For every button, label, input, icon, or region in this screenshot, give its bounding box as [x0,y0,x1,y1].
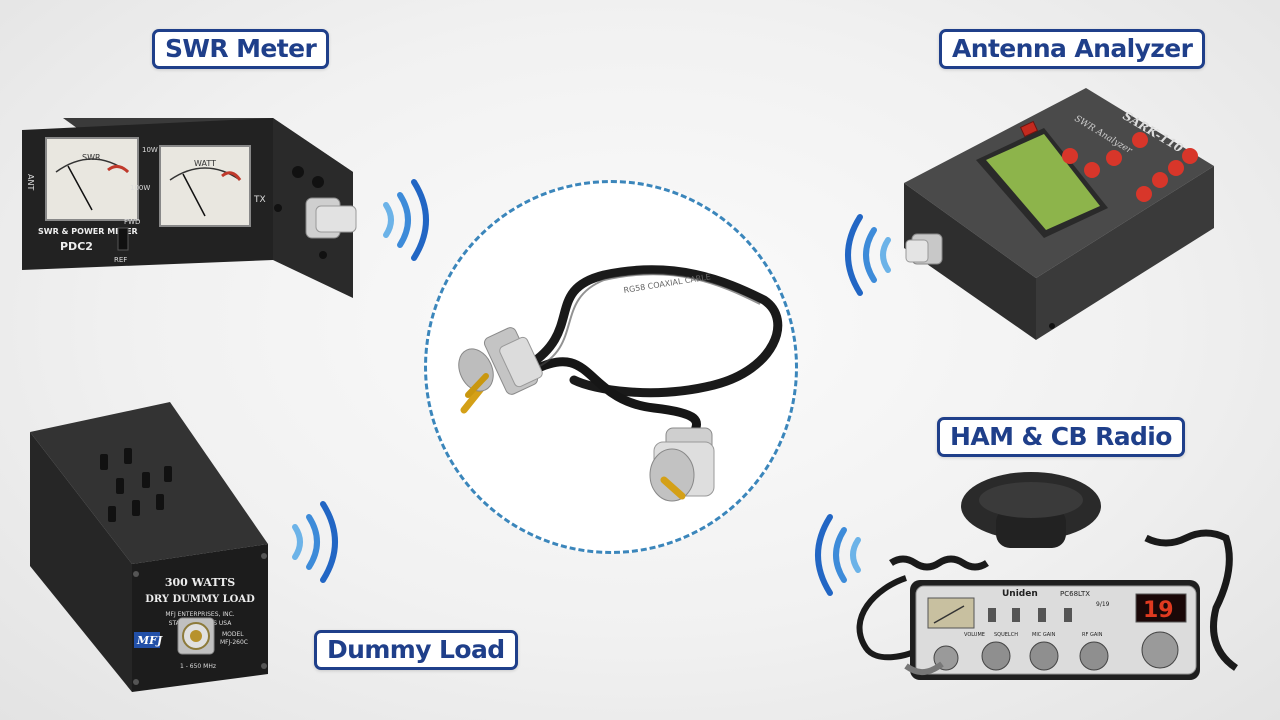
fwd-label: FWD [124,218,140,226]
swr-meter-device: SWR WATT ANT TX 10W 100W FWD REF SWR & P… [18,110,358,300]
load-maker: MFJ ENTERPRISES, INC. [165,611,234,618]
meter-model: PDC2 [60,240,93,253]
load-description: DRY DUMMY LOAD [145,594,255,605]
swr-meter-label: SWR Meter [152,29,330,69]
meter-panel-title: SWR & POWER METER [38,227,138,236]
antenna-analyzer-device: SARK-110 SWR Analyzer [896,88,1216,348]
radio-brand: Uniden [1002,589,1038,599]
mfj-logo [134,632,160,648]
tx-label: TX [253,195,266,205]
ham-cb-radio-label: HAM & CB Radio [937,417,1185,457]
squelch-label: SQUELCH [994,632,1018,638]
range-low-label: 10W [142,146,158,154]
band-label: 9/19 [1096,601,1110,608]
pl259-connector-right [649,427,715,502]
dummy-load-label: Dummy Load [314,630,518,670]
rf-gain-label: RF GAIN [1082,632,1103,638]
pl259-connector-left [458,327,543,414]
signal-waves-icon [376,170,446,270]
signal-waves-icon [798,505,868,605]
antenna-analyzer-label: Antenna Analyzer [939,29,1206,69]
load-rating: 300 WATTS [165,576,235,589]
mic-gain-label: MIC GAIN [1032,632,1056,638]
ant-label: ANT [26,174,35,190]
load-model: MFJ-260C [220,639,248,646]
model-caption: MODEL [222,631,244,638]
channel-display: 19 [1143,598,1174,623]
signal-waves-icon [285,492,355,592]
radio-model: PC68LTX [1060,590,1090,598]
watt-gauge-label: WATT [194,159,216,168]
signal-waves-icon [828,205,898,305]
ref-label: REF [114,256,127,264]
load-frequency: 1 - 650 MHz [180,663,216,670]
coaxial-cable: RG58 COAXIAL CABLE [424,180,798,558]
mfj-logo-text: MFJ [136,634,163,647]
range-high-label: 100W [130,184,150,192]
volume-label: VOLUME [964,632,985,638]
cb-radio-device: Uniden PC68LTX 19 9/19 VOLUME SQUELCH MI… [846,468,1266,693]
dummy-load-device: 300 WATTS DRY DUMMY LOAD MFJ ENTERPRISES… [20,396,290,696]
swr-gauge-label: SWR [82,153,101,162]
